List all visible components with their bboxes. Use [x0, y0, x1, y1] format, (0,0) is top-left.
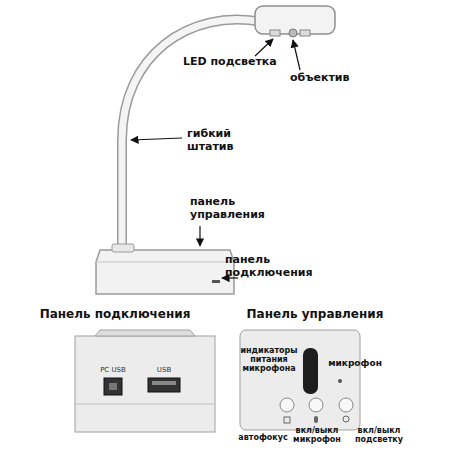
leader-arrow — [293, 40, 300, 70]
neck-mount — [112, 244, 134, 252]
mic-icon — [314, 416, 318, 423]
port-label: PC USB — [91, 366, 135, 374]
autofocus-icon — [284, 417, 290, 423]
leader-arrow — [199, 226, 200, 246]
base — [96, 250, 234, 294]
pc-usb-port — [104, 378, 122, 395]
button-label: вкл/выкл микрофон — [292, 426, 342, 444]
port-label: USB — [144, 366, 184, 374]
button — [280, 398, 294, 412]
usb-port-inner — [152, 381, 176, 385]
panel-top — [95, 330, 195, 336]
leader-arrow — [131, 138, 182, 140]
leader-arrow — [255, 39, 273, 56]
callout-label: панель управления — [190, 196, 280, 221]
mic-hole — [338, 379, 342, 383]
indicator-label: индикаторы питания микрофона — [236, 346, 302, 374]
led-light — [270, 30, 280, 36]
section-title: Панель управления — [235, 308, 395, 322]
mic-label: микрофон — [324, 358, 386, 368]
usb-port — [148, 378, 180, 392]
light-icon — [343, 416, 349, 422]
connection-panel-photo — [75, 336, 215, 432]
indicator — [212, 280, 220, 283]
callout-label: гибкий штатив — [187, 128, 249, 153]
lens — [289, 29, 297, 37]
callout-label: панель подключения — [225, 254, 320, 279]
button-label: вкл/выкл подсветку — [344, 426, 414, 444]
indicator-window — [303, 348, 318, 394]
callout-label: объектив — [290, 72, 370, 85]
section-title: Панель подключения — [30, 308, 200, 322]
callout-label: LED подсветка — [183, 56, 303, 69]
button — [309, 398, 323, 412]
panel-edge — [75, 404, 215, 405]
led-light — [300, 30, 310, 36]
pc-usb-port-inner — [109, 383, 117, 390]
base-edge — [96, 262, 234, 263]
button-label: автофокус — [232, 433, 294, 442]
control-panel-photo — [240, 330, 360, 430]
button — [339, 398, 353, 412]
